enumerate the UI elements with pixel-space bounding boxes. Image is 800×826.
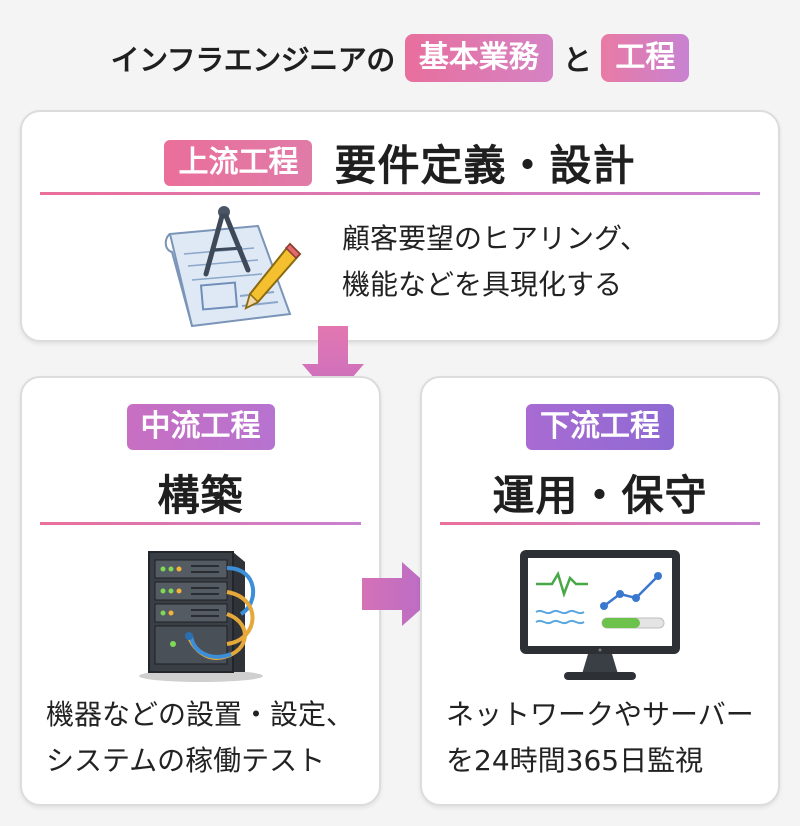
monitor-dashboard-icon [520,550,680,680]
midstream-badge-wrap: 中流工程 [22,404,379,450]
upstream-header: 上流工程 要件定義・設計 [22,132,778,193]
upstream-card: 上流工程 要件定義・設計 顧客要望のヒアリング、 機能などを具現化する [20,110,780,342]
arrow-right-icon [362,562,438,626]
downstream-description: ネットワークやサーバー を24時間365日監視 [446,692,766,784]
midstream-title: 構築 [157,471,244,520]
server-rack-icon [138,551,263,682]
midstream-card: 中流工程 構築 機器などの設置・設定、 システムの稼働テスト [20,376,381,806]
midstream-divider [40,522,361,525]
midstream-badge: 中流工程 [126,404,275,450]
upstream-description: 顧客要望のヒアリング、 機能などを具現化する [342,216,762,308]
downstream-desc-line2: を24時間365日監視 [446,744,704,777]
title-badge-basic-work: 基本業務 [404,34,553,82]
downstream-divider [440,522,760,525]
upstream-desc-line1: 顧客要望のヒアリング、 [342,222,649,255]
downstream-card: 下流工程 運用・保守 ネットワークやサーバー を24時間365日監視 [420,376,780,806]
downstream-desc-line1: ネットワークやサーバー [446,698,754,731]
title-connector: と [562,43,592,77]
midstream-desc-line2: システムの稼働テスト [46,744,326,777]
upstream-divider [40,192,760,195]
upstream-badge: 上流工程 [164,139,313,186]
title-badge-process: 工程 [601,34,690,82]
upstream-desc-line2: 機能などを具現化する [342,268,623,301]
downstream-title: 運用・保守 [492,471,708,520]
downstream-badge: 下流工程 [526,404,674,450]
midstream-desc-line1: 機器などの設置・設定、 [46,698,355,731]
downstream-badge-wrap: 下流工程 [422,404,778,450]
midstream-description: 機器などの設置・設定、 システムの稼働テスト [46,692,366,784]
upstream-title: 要件定義・設計 [334,141,636,190]
blueprint-compass-pencil-icon [164,206,302,328]
page-title: インフラエンジニアの 基本業務 と 工程 [0,28,800,88]
title-prefix: インフラエンジニアの [110,43,396,77]
